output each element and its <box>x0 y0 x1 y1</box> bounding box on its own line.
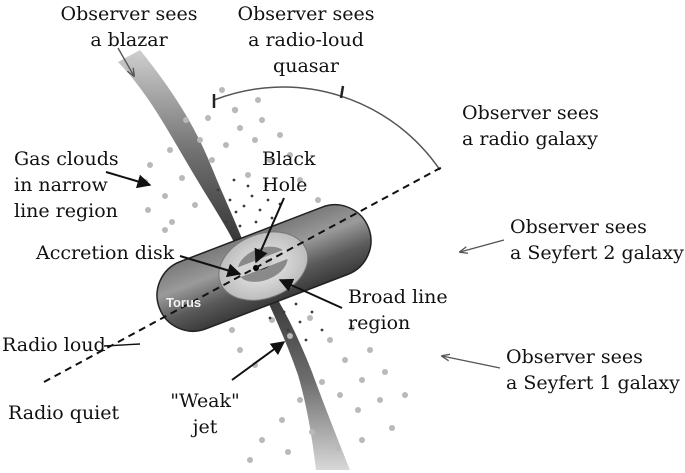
label-blazar: Observer sees a blazar <box>60 3 198 51</box>
arrow-weak-jet <box>231 341 286 381</box>
arrow-radio-loud <box>103 343 141 347</box>
arrow-seyfert2 <box>460 239 505 252</box>
lower-jet <box>256 274 350 470</box>
arrow-blazar <box>117 47 134 76</box>
observer-angle-arc <box>213 86 441 171</box>
label-seyfert1: Observer sees a Seyfert 1 galaxy <box>506 346 680 394</box>
label-radio-loud: Radio loud <box>2 334 106 356</box>
arrow-broad-line <box>278 278 343 309</box>
torus <box>156 204 372 332</box>
arrow-black-hole <box>254 197 285 264</box>
label-radio-quiet: Radio quiet <box>8 402 120 424</box>
label-weak-jet: "Weak" jet <box>170 390 240 438</box>
label-radio-galaxy: Observer sees a radio galaxy <box>462 102 599 150</box>
label-seyfert2: Observer sees a Seyfert 2 galaxy <box>510 216 684 264</box>
arrow-gas-clouds <box>105 171 152 189</box>
label-black-hole: Black Hole <box>262 148 316 196</box>
label-accretion-disk: Accretion disk <box>36 242 175 264</box>
narrow-line-region-clouds <box>141 87 408 463</box>
arc-tick-middle <box>339 85 345 99</box>
arrow-seyfert1 <box>442 356 501 369</box>
upper-jet <box>118 50 250 262</box>
label-broad-line-region: Broad line region <box>348 286 448 334</box>
label-torus: Torus <box>166 295 202 310</box>
arrow-accretion-disk <box>179 255 242 278</box>
label-gas-clouds: Gas clouds in narrow line region <box>14 148 119 222</box>
label-radio-loud-quasar: Observer sees a radio-loud quasar <box>237 3 375 77</box>
